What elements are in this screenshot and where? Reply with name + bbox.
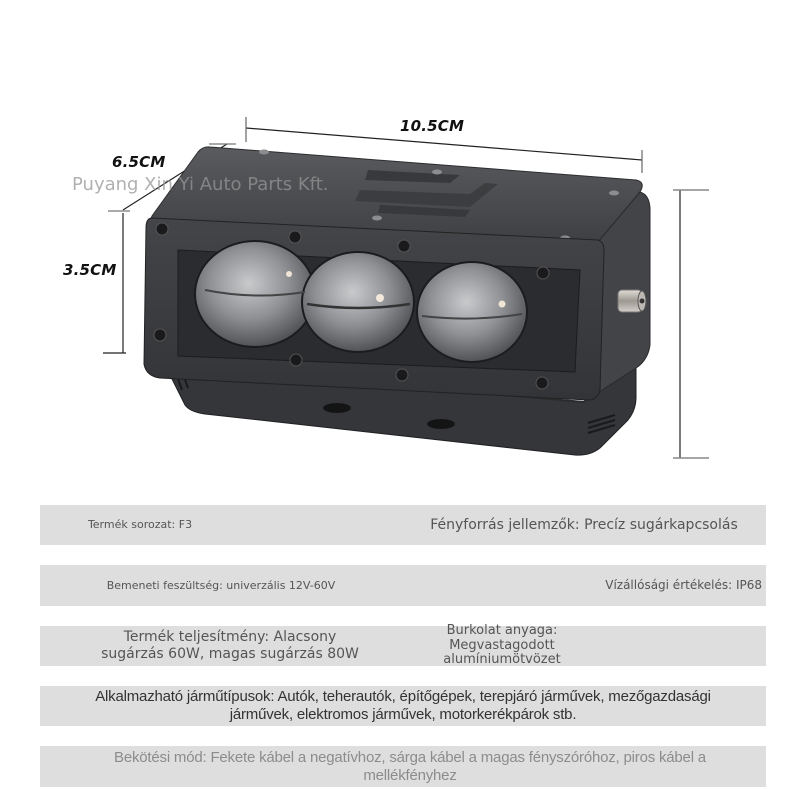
spec-waterproof-rating: Vízállósági értékelés: IP68 — [605, 578, 762, 593]
spec-light-source: Fényforrás jellemzők: Precíz sugárkapcso… — [430, 516, 738, 533]
spec-row-1: Termék sorozat: F3 Fényforrás jellemzők:… — [40, 505, 766, 545]
spec-input-voltage: Bemeneti feszültség: univerzális 12V-60V — [106, 578, 336, 592]
spec-product-series: Termék sorozat: F3 — [87, 518, 193, 532]
projector-lenses — [194, 240, 528, 363]
lens-center — [301, 251, 415, 353]
lens-right — [416, 261, 528, 363]
led-light-illustration — [103, 117, 709, 459]
spec-vehicle-types: Alkalmazható járműtípusok: Autók, tehera… — [95, 688, 711, 723]
spec-row-4: Alkalmazható járműtípusok: Autók, tehera… — [40, 686, 766, 726]
spec-row-2: Bemeneti feszültség: univerzális 12V-60V… — [40, 565, 766, 606]
height-dimension-label: 3.5CM — [63, 261, 117, 279]
front-screws — [153, 222, 550, 390]
spec-row-3: Termék teljesítmény: Alacsony sugárzás 6… — [40, 623, 766, 667]
spec-row-5: Bekötési mód: Fekete kábel a negatívhoz,… — [40, 746, 766, 787]
top-logo-grooves — [355, 170, 498, 217]
spec-wiring-method: Bekötési mód: Fekete kábel a negatívhoz,… — [114, 748, 706, 784]
brand-watermark: Puyang Xin Yi Auto Parts Kft. — [72, 174, 329, 195]
side-connector — [617, 289, 647, 313]
spec-housing-material: Burkolat anyaga: Megvastagodott alumíniu… — [443, 622, 561, 668]
dimension-lines — [103, 117, 709, 459]
spec-power: Termék teljesítmény: Alacsony sugárzás 6… — [101, 629, 359, 662]
product-image-area: 10.5CM 6.5CM 3.5CM Puyang Xin Yi Auto Pa… — [63, 117, 709, 459]
depth-dimension-label: 6.5CM — [112, 153, 166, 171]
width-dimension-label: 10.5CM — [400, 117, 465, 135]
